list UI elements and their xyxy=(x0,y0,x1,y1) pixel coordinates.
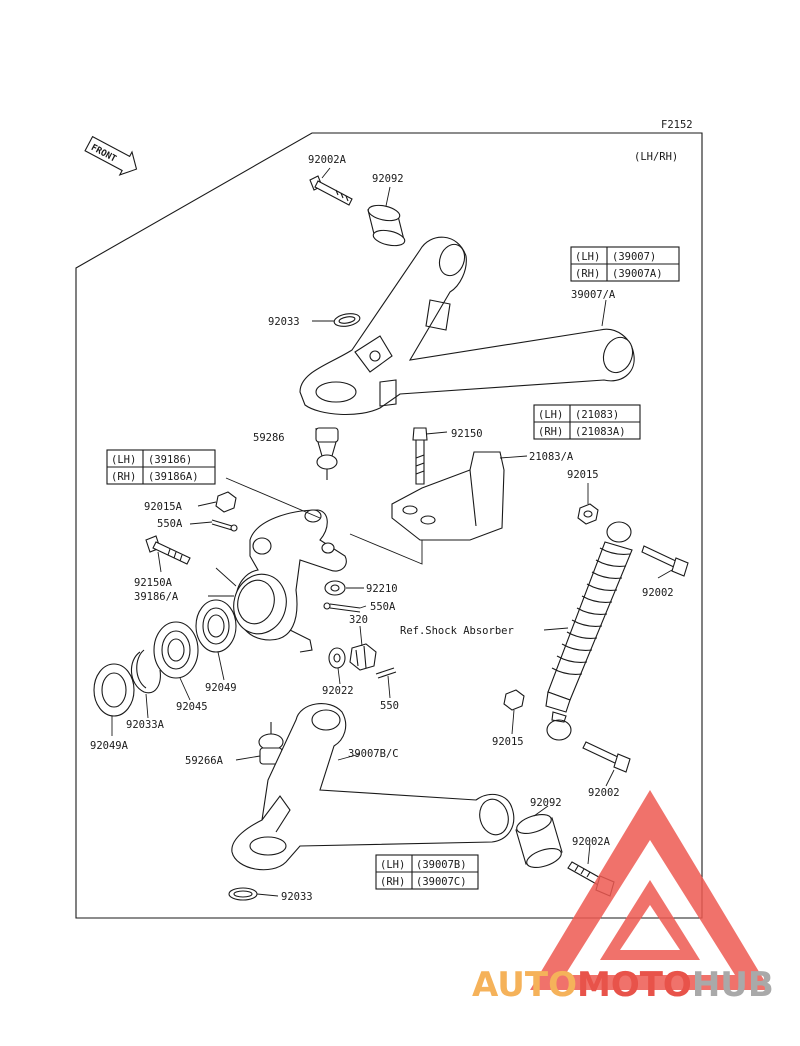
lower-arm-39007BC xyxy=(231,703,515,871)
callout-92022: 92022 xyxy=(322,685,354,697)
bearing-92049 xyxy=(195,599,237,653)
knuckle-39186 xyxy=(233,509,347,653)
callout-92002A-top: 92002A xyxy=(308,154,347,166)
svg-text:(39186): (39186) xyxy=(148,454,192,466)
callout-92049A: 92049A xyxy=(90,740,129,752)
castle-nut-320 xyxy=(349,643,377,671)
callout-92002-right: 92002 xyxy=(642,587,674,599)
cotter-pin-550A-mid xyxy=(323,602,361,613)
seal-92049A xyxy=(93,663,135,717)
leader-lines xyxy=(111,167,673,897)
bushing-92092-top xyxy=(367,204,406,247)
cotter-pin-550A-top xyxy=(211,519,238,532)
svg-text:(LH): (LH) xyxy=(538,409,563,421)
side-note: (LH/RH) xyxy=(634,151,678,163)
svg-text:(39007C): (39007C) xyxy=(416,876,467,888)
callout-550A-mid: 550A xyxy=(370,601,396,613)
svg-text:(RH): (RH) xyxy=(575,268,600,280)
callout-92015: 92015 xyxy=(567,469,599,481)
bolt-92150A xyxy=(145,535,191,565)
svg-text:(39186A): (39186A) xyxy=(148,471,199,483)
svg-text:(39007B): (39007B) xyxy=(416,859,467,871)
svg-text:(21083): (21083) xyxy=(575,409,619,421)
svg-text:(39007A): (39007A) xyxy=(612,268,663,280)
svg-text:(39007): (39007) xyxy=(612,251,656,263)
svg-text:(LH): (LH) xyxy=(111,454,136,466)
callout-320: 320 xyxy=(349,614,368,626)
svg-text:(21083A): (21083A) xyxy=(575,426,626,438)
logo-wordmark: AUTOMOTOHUB xyxy=(472,965,774,1005)
callout-ref-shock: Ref.Shock Absorber xyxy=(400,625,514,637)
table-21083: (LH) (21083) (RH) (21083A) xyxy=(533,404,641,440)
callout-92015-low: 92015 xyxy=(492,736,524,748)
logo-triangle-icon xyxy=(530,790,770,990)
shock-absorber xyxy=(545,521,633,741)
bolt-92002-low xyxy=(582,741,631,773)
cotter-pin-550 xyxy=(375,667,397,679)
callout-59266A: 59266A xyxy=(185,755,224,767)
table-39007: (LH) (39007) (RH) (39007A) xyxy=(570,246,680,282)
callout-92049: 92049 xyxy=(205,682,237,694)
callout-92033-top: 92033 xyxy=(268,316,300,328)
upper-arm-39007 xyxy=(299,236,635,415)
svg-text:(LH): (LH) xyxy=(380,859,405,871)
callout-92210: 92210 xyxy=(366,583,398,595)
front-arrow-icon: FRONT xyxy=(84,135,138,176)
bolt-92002A-top xyxy=(309,175,353,206)
callout-92045: 92045 xyxy=(176,701,208,713)
callout-59286: 59286 xyxy=(253,432,285,444)
callout-550A-top: 550A xyxy=(157,518,183,530)
nut-92015A xyxy=(215,491,237,513)
callout-550: 550 xyxy=(380,700,399,712)
automotohub-logo xyxy=(530,790,770,990)
callout-39186A: 39186/A xyxy=(134,591,179,603)
circlip-92033A xyxy=(130,649,161,694)
callout-92033-low: 92033 xyxy=(281,891,313,903)
diagram-frame xyxy=(75,132,703,919)
callout-92002-low: 92002 xyxy=(588,787,620,799)
circlip-92033-low xyxy=(228,887,258,901)
callout-92092-top: 92092 xyxy=(372,173,404,185)
callout-92015A: 92015A xyxy=(144,501,183,513)
circlip-92033-top xyxy=(333,313,361,327)
table-39007B: (LH) (39007B) (RH) (39007C) xyxy=(375,854,479,890)
svg-text:(RH): (RH) xyxy=(538,426,563,438)
callout-92150: 92150 xyxy=(451,428,483,440)
callout-92150A: 92150A xyxy=(134,577,173,589)
bracket-21083 xyxy=(391,451,505,541)
nut-92015-low xyxy=(503,689,525,711)
ball-joint-59266A xyxy=(258,722,284,765)
callout-92092-low: 92092 xyxy=(530,797,562,809)
bearing-92045 xyxy=(153,621,199,679)
callout-92002A-low: 92002A xyxy=(572,836,611,848)
washer-92210 xyxy=(324,580,346,596)
callout-39007A: 39007/A xyxy=(571,289,616,301)
bushing-92092-low xyxy=(515,814,563,868)
bolt-92150 xyxy=(412,427,428,485)
callout-92033A: 92033A xyxy=(126,719,165,731)
svg-text:(RH): (RH) xyxy=(380,876,405,888)
table-39186: (LH) (39186) (RH) (39186A) xyxy=(106,449,216,485)
callout-21083A: 21083/A xyxy=(529,451,574,463)
svg-text:(RH): (RH) xyxy=(111,471,136,483)
callout-39007BC: 39007B/C xyxy=(348,748,399,760)
svg-text:(LH): (LH) xyxy=(575,251,600,263)
bolt-92002-right xyxy=(641,545,689,577)
washer-92022 xyxy=(328,647,346,669)
nut-92015-right xyxy=(577,503,599,525)
ball-joint-59286 xyxy=(315,427,339,480)
figure-code: F2152 xyxy=(661,119,693,131)
